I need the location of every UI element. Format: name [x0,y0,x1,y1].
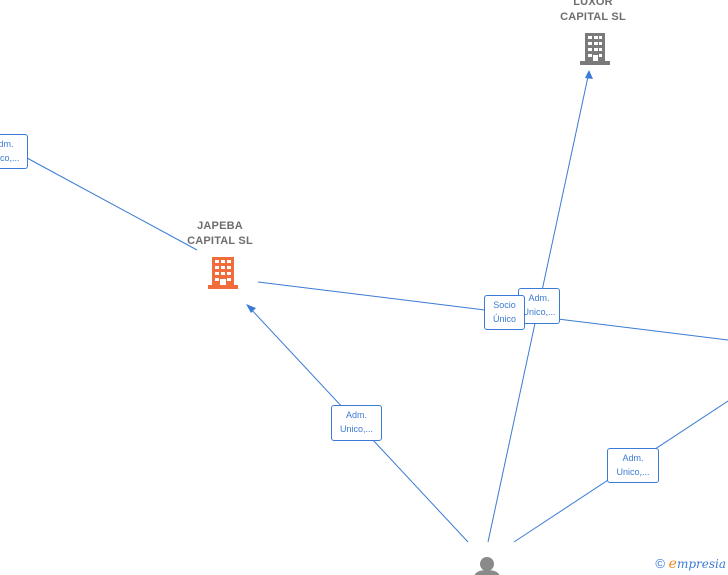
relation-detail: Unico,... [0,153,20,163]
edge-left-to-japeba [26,157,198,251]
building-icon[interactable] [208,257,238,289]
arrow-luxor [585,70,593,79]
copyright-symbol: © [655,556,666,571]
arrow-japeba [246,304,256,313]
person-icon[interactable] [474,557,500,575]
relation-badge-adm-luxor[interactable]: Adm. Unico,... [518,288,560,324]
brand-rest: mpresia [676,557,726,571]
relation-detail: Unico,... [616,467,650,477]
relation-badge-right-lower[interactable]: Adm. Unico,... [607,448,659,483]
brand-initial: e [668,556,677,572]
relation-detail: Único [492,314,516,324]
company-name-line1: JAPEBA [197,220,243,232]
company-label-luxor[interactable]: LUXOR CAPITAL SL [543,0,643,25]
copyright-notice: © empresia [655,556,726,572]
relation-role: Adm. [622,453,644,463]
company-label-japeba[interactable]: JAPEBA CAPITAL SL [170,219,270,249]
brand-logo: empresia [668,556,726,572]
relation-badge-left[interactable]: Adm. Unico,... [0,134,28,169]
relation-role: Adm. [0,139,14,149]
relation-role: Socio [493,300,516,310]
relation-badge-person-japeba[interactable]: Adm. Unico,... [331,405,382,441]
building-icon[interactable] [580,33,610,65]
relation-role: Adm. [345,410,367,420]
company-name-line1: LUXOR [573,0,613,8]
relation-detail: Unico,... [339,424,373,434]
relation-detail: Unico,... [522,307,556,317]
relation-badge-socio-unico[interactable]: Socio Único [484,295,525,330]
relation-role: Adm. [528,293,550,303]
company-name-line2: CAPITAL SL [187,235,253,247]
company-name-line2: CAPITAL SL [560,11,626,23]
